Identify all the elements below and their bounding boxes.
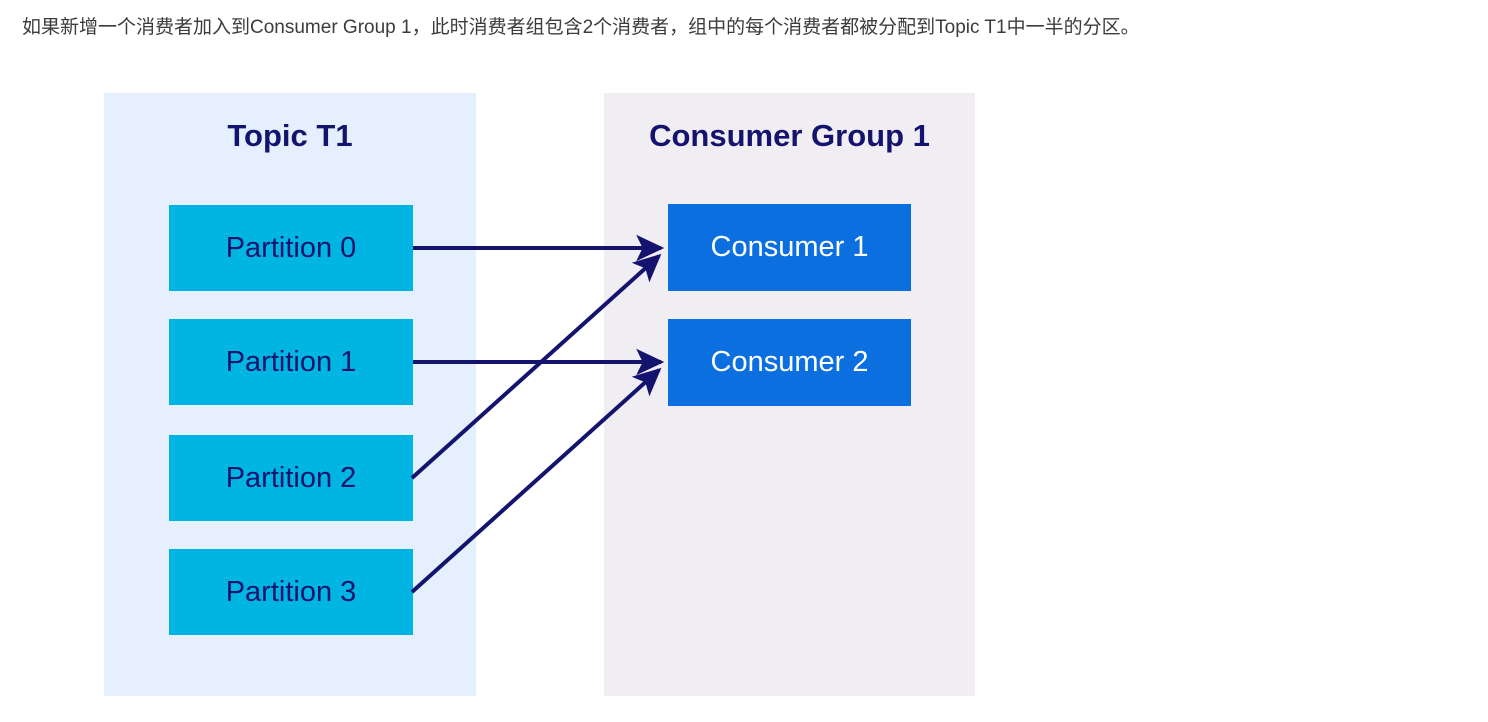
consumer-box-1[interactable]: Consumer 1 <box>668 204 911 291</box>
caption-text: 如果新增一个消费者加入到Consumer Group 1，此时消费者组包含2个消… <box>22 17 1140 38</box>
partition-box-2[interactable]: Partition 2 <box>169 435 413 521</box>
partition-box-0[interactable]: Partition 0 <box>169 205 413 291</box>
topic-panel-title: Topic T1 <box>227 118 353 153</box>
topic-panel: Topic T1 Partition 0 Partition 1 Partiti… <box>104 93 476 696</box>
consumer-group-panel: Consumer Group 1 Consumer 1 Consumer 2 <box>604 93 975 696</box>
partition-box-1[interactable]: Partition 1 <box>169 319 413 405</box>
consumer-box-2[interactable]: Consumer 2 <box>668 319 911 406</box>
consumer-group-panel-title: Consumer Group 1 <box>649 118 930 153</box>
partition-box-3[interactable]: Partition 3 <box>169 549 413 635</box>
